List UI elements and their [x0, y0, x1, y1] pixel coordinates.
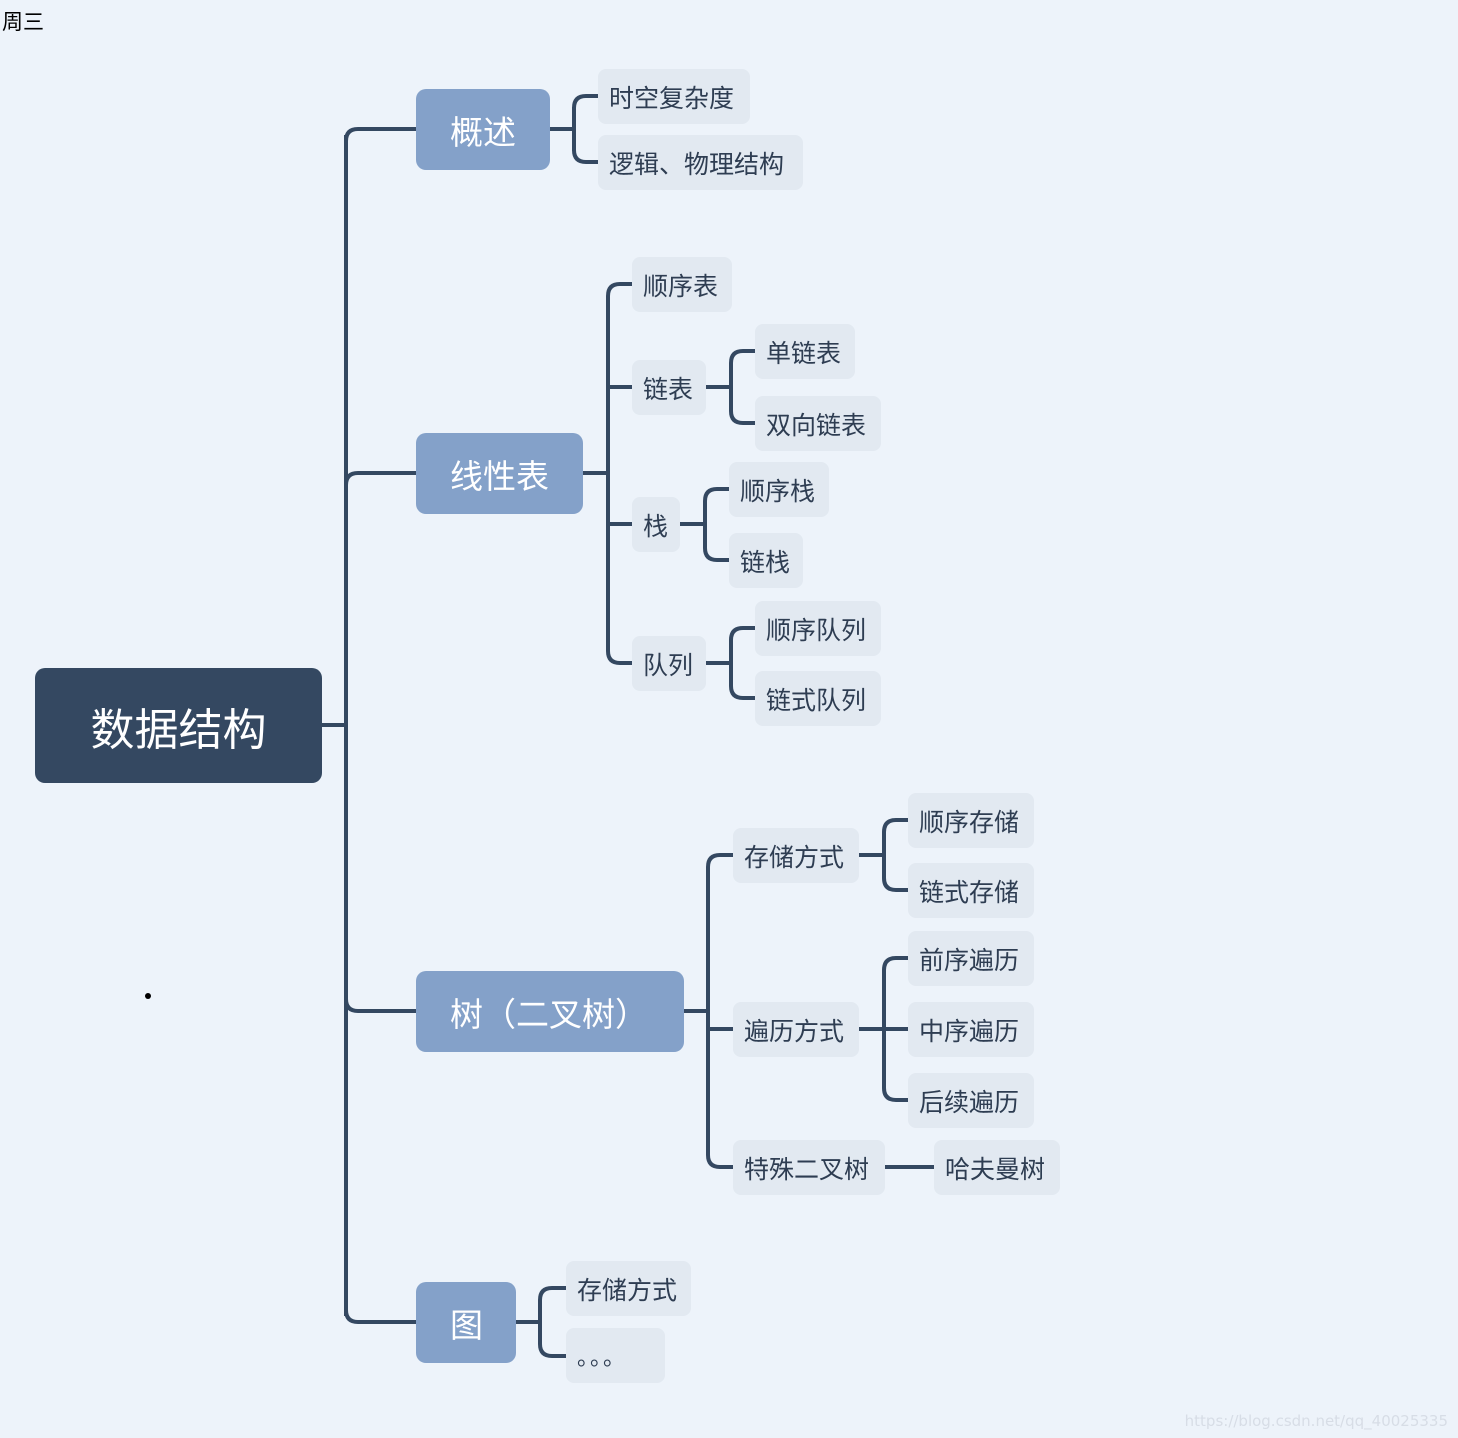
leaf-graph-ellipsis[interactable]: 。。。 — [566, 1328, 665, 1383]
leaf-sequential-list[interactable]: 顺序表 — [632, 257, 732, 312]
leaf-preorder-traversal[interactable]: 前序遍历 — [908, 931, 1034, 986]
connector-linear — [583, 282, 632, 665]
connector-root-to-tree — [344, 998, 416, 1013]
leaf-singly-linked-list[interactable]: 单链表 — [755, 324, 855, 379]
leaf-graph-storage[interactable]: 存储方式 — [566, 1261, 691, 1316]
topic-linear-list[interactable]: 线性表 — [416, 433, 583, 514]
leaf-doubly-linked-list[interactable]: 双向链表 — [755, 396, 881, 451]
leaf-linked-stack[interactable]: 链栈 — [729, 533, 803, 588]
day-label: 周三 — [2, 10, 44, 34]
connector-root-to-graph — [344, 1309, 416, 1324]
leaf-sequential-queue[interactable]: 顺序队列 — [755, 601, 881, 656]
leaf-sequential-storage[interactable]: 顺序存储 — [908, 793, 1034, 848]
leaf-linked-queue[interactable]: 链式队列 — [755, 671, 881, 726]
connector-overview — [550, 94, 598, 164]
connector-tree — [684, 853, 733, 1169]
leaf-linked-list[interactable]: 链表 — [632, 360, 706, 415]
topic-tree[interactable]: 树（二叉树） — [416, 971, 684, 1052]
topic-overview[interactable]: 概述 — [416, 89, 550, 170]
watermark: https://blog.csdn.net/qq_40025335 — [1184, 1412, 1448, 1430]
topic-graph[interactable]: 图 — [416, 1282, 516, 1363]
leaf-tree-storage[interactable]: 存储方式 — [733, 828, 859, 883]
leaf-linked-storage[interactable]: 链式存储 — [908, 863, 1034, 918]
leaf-postorder-traversal[interactable]: 后续遍历 — [908, 1073, 1034, 1128]
leaf-special-binary-tree[interactable]: 特殊二叉树 — [733, 1140, 885, 1195]
connector-root-to-linear — [344, 471, 416, 486]
leaf-sequential-stack[interactable]: 顺序栈 — [729, 462, 829, 517]
leaf-logical-physical-structure[interactable]: 逻辑、物理结构 — [598, 135, 803, 190]
connector-stack — [680, 487, 729, 562]
leaf-time-space-complexity[interactable]: 时空复杂度 — [598, 69, 750, 124]
connector-graph — [516, 1286, 566, 1358]
stray-dot — [145, 993, 151, 999]
connector-root-to-overview — [344, 127, 416, 142]
connector-linked-list — [706, 349, 755, 425]
connector-queue — [706, 626, 755, 700]
leaf-huffman-tree[interactable]: 哈夫曼树 — [934, 1140, 1060, 1195]
connector-tree-storage — [859, 818, 908, 892]
connector-root — [322, 135, 348, 1316]
leaf-inorder-traversal[interactable]: 中序遍历 — [908, 1002, 1034, 1057]
connector-tree-traversal — [859, 956, 908, 1102]
leaf-tree-traversal[interactable]: 遍历方式 — [733, 1002, 859, 1057]
leaf-stack[interactable]: 栈 — [632, 497, 680, 552]
root-node[interactable]: 数据结构 — [35, 668, 322, 783]
leaf-queue[interactable]: 队列 — [632, 636, 706, 691]
